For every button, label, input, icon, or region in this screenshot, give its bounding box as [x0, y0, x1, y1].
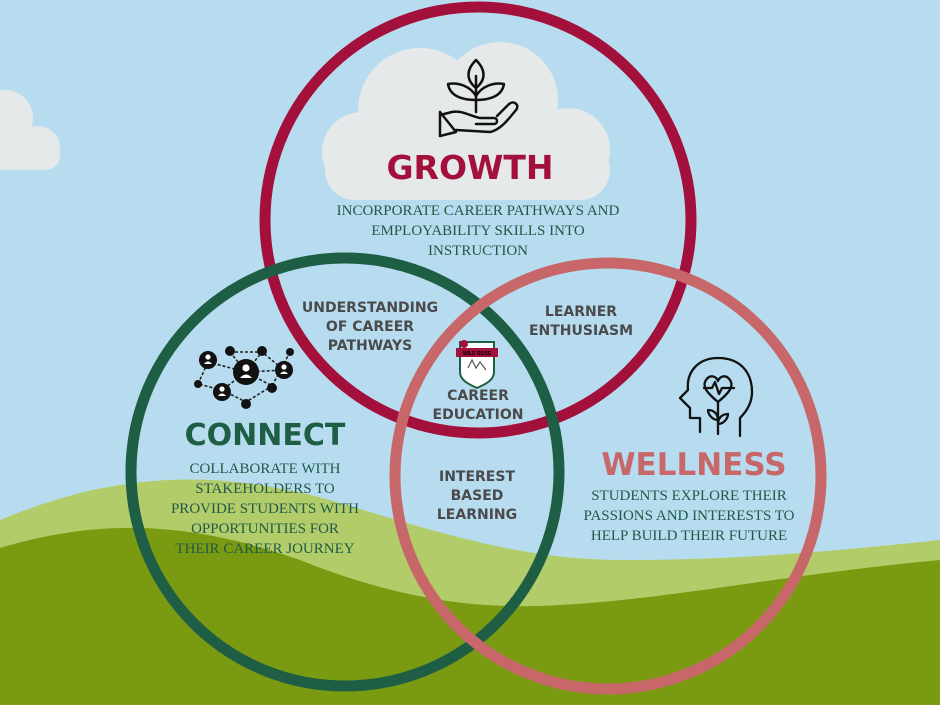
connect-title: CONNECT [184, 418, 346, 453]
overlap-connect-wellness: INTEREST BASED LEARNING [412, 468, 542, 525]
connect-desc-line: COLLABORATE WITH [189, 461, 341, 477]
overlap-line: EDUCATION [432, 407, 524, 423]
growth-desc-line: INCORPORATE CAREER PATHWAYS AND [336, 203, 620, 219]
overlap-line: ENTHUSIASM [528, 323, 634, 339]
wellness-description: STUDENTS EXPLORE THEIR PASSIONS AND INTE… [562, 486, 816, 546]
overlap-line: OF CAREER [325, 319, 415, 335]
growth-circle [259, 1, 697, 439]
wild-rose-logo: WILD ROSE [456, 340, 498, 390]
overlap-center: CAREER EDUCATION [418, 387, 538, 425]
wellness-desc-line: PASSIONS AND INTERESTS TO [583, 508, 795, 524]
growth-description: INCORPORATE CAREER PATHWAYS AND EMPLOYAB… [300, 201, 656, 261]
overlap-line: PATHWAYS [327, 338, 413, 354]
wellness-title: WELLNESS [601, 447, 787, 483]
connect-description: COLLABORATE WITH STAKEHOLDERS TO PROVIDE… [150, 459, 380, 559]
wellness-desc-line: STUDENTS EXPLORE THEIR [591, 488, 787, 504]
connect-desc-line: STAKEHOLDERS TO [195, 481, 335, 497]
growth-desc-line: EMPLOYABILITY SKILLS INTO [371, 223, 585, 239]
connect-circle [125, 252, 565, 692]
wellness-desc-line: HELP BUILD THEIR FUTURE [590, 528, 788, 544]
overlap-growth-wellness: LEARNER ENTHUSIASM [510, 303, 652, 341]
growth-title: GROWTH [386, 148, 554, 187]
plant-in-hand-icon [438, 58, 519, 138]
overlap-line: UNDERSTANDING [301, 300, 439, 316]
overlap-line: LEARNING [436, 507, 518, 523]
overlap-growth-connect: UNDERSTANDING OF CAREER PATHWAYS [286, 299, 454, 356]
people-network-icon [194, 346, 294, 409]
overlap-line: INTEREST [438, 469, 515, 485]
badge-text: WILD ROSE [463, 351, 492, 357]
connect-desc-line: THEIR CAREER JOURNEY [175, 541, 355, 557]
left-cloud [0, 90, 60, 170]
connect-desc-line: PROVIDE STUDENTS WITH [170, 501, 360, 517]
overlap-line: CAREER [447, 388, 509, 404]
growth-cloud [322, 42, 610, 200]
overlap-line: LEARNER [544, 304, 618, 320]
head-with-heart-icon [678, 356, 754, 438]
connect-desc-line: OPPORTUNITIES FOR [191, 521, 339, 537]
growth-desc-line: INSTRUCTION [428, 243, 528, 259]
wellness-circle [389, 257, 827, 695]
overlap-line: BASED [450, 488, 504, 504]
